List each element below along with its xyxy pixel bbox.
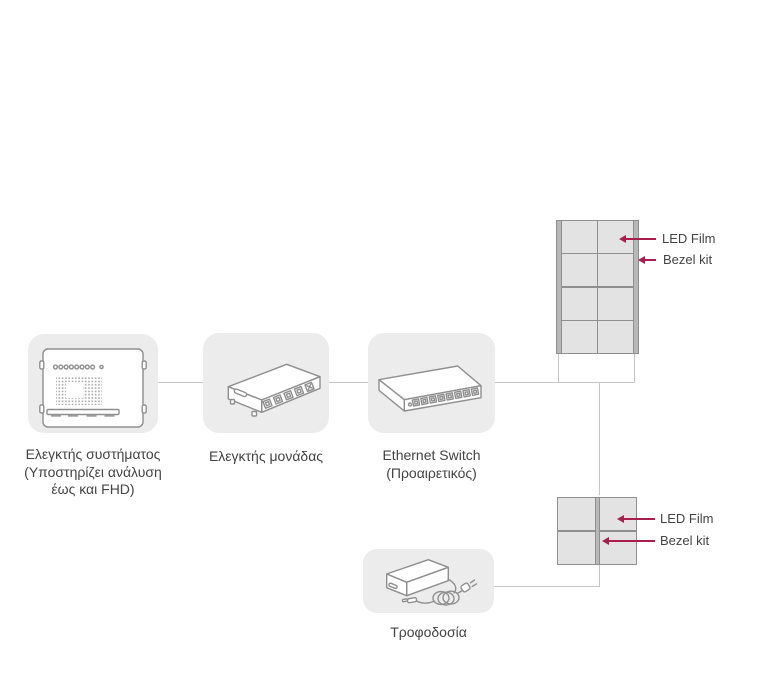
led-film-tile — [598, 321, 633, 353]
label-line: Τροφοδοσία — [390, 624, 467, 640]
led-film-tile — [562, 321, 597, 353]
led-panel-bottom — [557, 497, 637, 565]
led-film-arrow — [617, 514, 655, 523]
power-adapter-icon — [386, 559, 478, 606]
label-line: Ethernet Switch — [382, 447, 481, 463]
connector-line — [558, 354, 559, 382]
label-line: έως και FHD) — [51, 481, 135, 497]
power-supply-label: Τροφοδοσία — [363, 624, 494, 642]
led-film-tile — [562, 221, 597, 253]
led-film-callout: LED Film — [660, 511, 714, 526]
connector-line — [494, 586, 600, 587]
led-film-tile — [598, 221, 633, 253]
led-film-tile — [597, 498, 636, 531]
label-line: Ελεγκτής μονάδας — [208, 448, 324, 464]
ethernet-switch-node — [368, 333, 495, 433]
controller-rear-icon — [39, 348, 147, 428]
controller-unit-icon — [227, 363, 321, 417]
led-film-tile — [562, 287, 597, 320]
power-supply-node — [363, 549, 494, 613]
led-film-callout: LED Film — [662, 231, 716, 246]
bezel-kit-callout: Bezel kit — [660, 533, 710, 548]
connector-line — [329, 382, 368, 383]
unit-controller-label: Ελεγκτής μονάδας — [196, 448, 336, 466]
connector-line — [158, 382, 203, 383]
system-controller-node — [28, 334, 158, 433]
label-line: Ελεγκτής συστήματος — [25, 446, 161, 462]
led-film-arrow — [619, 234, 656, 243]
led-film-tile — [562, 254, 597, 287]
connector-line — [599, 564, 600, 586]
connector-line — [599, 382, 600, 495]
led-film-tile — [558, 531, 597, 564]
led-film-tile — [558, 498, 597, 531]
bezel-kit-arrow — [638, 255, 656, 264]
led-film-tile — [598, 254, 633, 287]
bezel-kit-arrow — [602, 536, 655, 545]
led-panel-top — [556, 220, 639, 354]
system-controller-label: Ελεγκτής συστήματος (Υποστηρίζει ανάλυση… — [8, 446, 178, 499]
label-line: (Προαιρετικός) — [386, 464, 477, 481]
label-line: (Υποστηρίζει ανάλυση — [24, 463, 162, 480]
ethernet-switch-label: Ethernet Switch (Προαιρετικός) — [361, 447, 502, 482]
led-film-grid — [562, 221, 633, 353]
connector-line — [634, 354, 635, 382]
led-film-tile — [598, 287, 633, 320]
connector-line — [495, 382, 635, 383]
bezel-strip-center — [594, 498, 600, 564]
bezel-strip-left — [557, 221, 562, 353]
bezel-strip-right — [633, 221, 638, 353]
bezel-kit-callout: Bezel kit — [663, 252, 713, 267]
unit-controller-node — [203, 333, 329, 433]
ethernet-switch-icon — [378, 365, 482, 412]
